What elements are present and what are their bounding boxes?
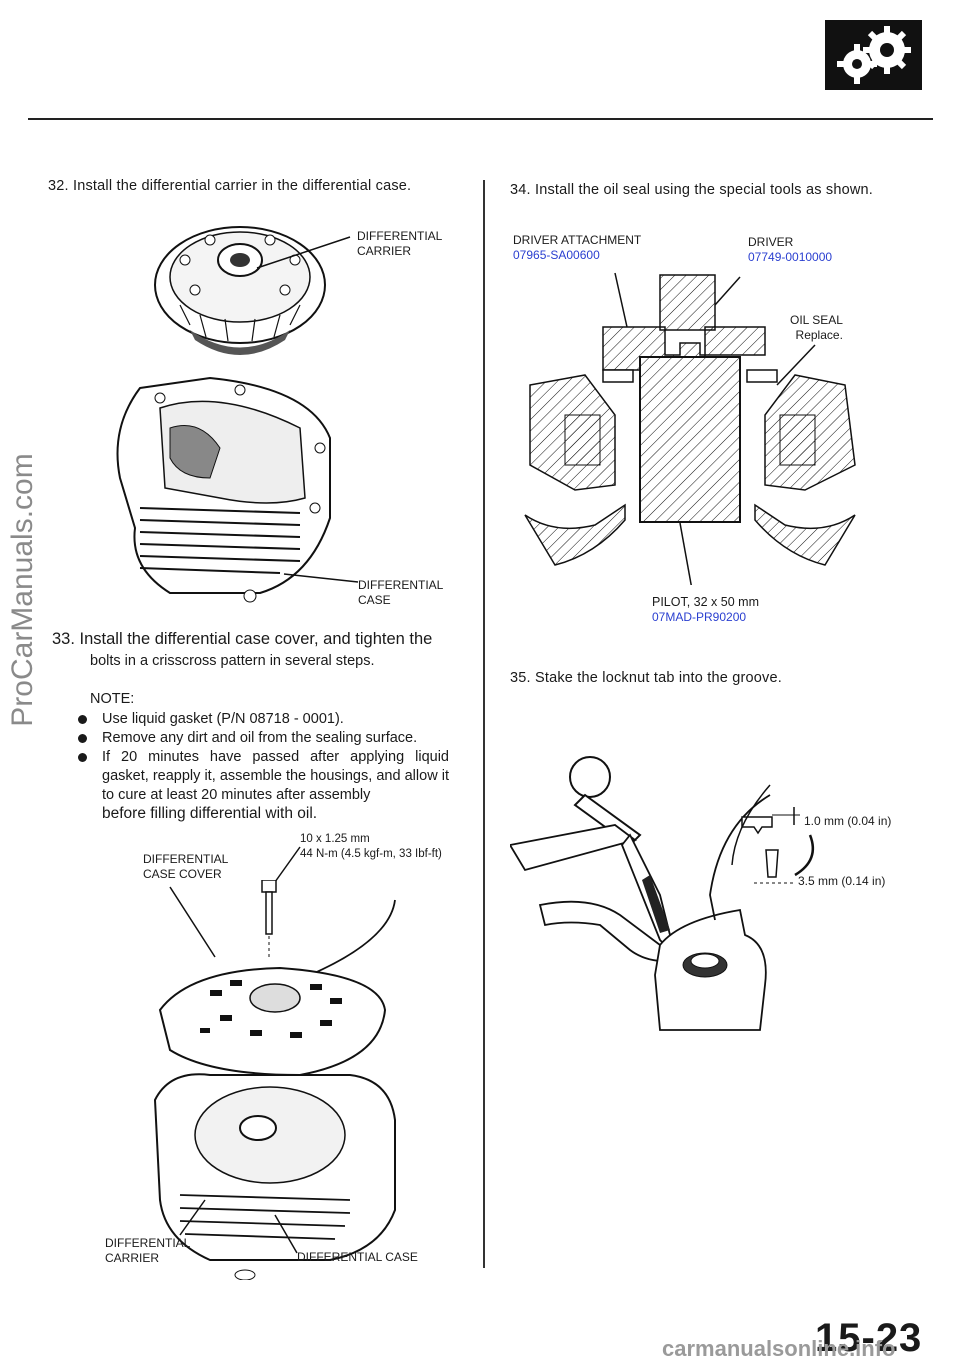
- step-35: 35. Stake the locknut tab into the groov…: [510, 670, 782, 686]
- note-item: Use liquid gasket (P/N 08718 - 0001).: [76, 710, 449, 729]
- note-item: Remove any dirt and oil from the sealing…: [76, 729, 449, 748]
- oil-seal-cross-section: [524, 272, 856, 585]
- side-watermark: ProCarManuals.com: [6, 453, 39, 727]
- note-list: Use liquid gasket (P/N 08718 - 0001). Re…: [76, 710, 449, 805]
- part-number: 07749-0010000: [748, 250, 833, 264]
- note-tail: before filling differential with oil.: [102, 805, 318, 822]
- column-divider: [483, 180, 485, 1268]
- header-rule: [28, 118, 933, 120]
- leader-line: [283, 573, 359, 583]
- part-number: 07965-SA00600: [513, 248, 600, 262]
- leader-line: [256, 236, 351, 269]
- step-33-continued: bolts in a crisscross pattern in several…: [90, 653, 375, 669]
- label-pilot: PILOT, 32 x 50 mm 07MAD-PR90200: [652, 595, 759, 624]
- stake-locknut-drawing: [510, 756, 815, 1031]
- dimension-label: 3.5 mm (0.14 in): [798, 874, 886, 888]
- differential-carrier-drawing: [154, 226, 326, 355]
- leader-lines: [179, 1199, 298, 1254]
- dimension-label: 1.0 mm (0.04 in): [804, 814, 892, 828]
- label-driver: DRIVER 07749-0010000: [748, 235, 833, 264]
- part-number: 07MAD-PR90200: [652, 610, 747, 624]
- label-driver-attachment: DRIVER ATTACHMENT 07965-SA00600: [513, 233, 642, 262]
- footer-watermark: carmanualsonline.info: [662, 1336, 896, 1361]
- gear-icon: [825, 20, 922, 90]
- step-33: 33. Install the differential case cover,…: [52, 630, 433, 648]
- note-title: NOTE:: [90, 691, 135, 707]
- page-number: 15-23: [815, 1316, 923, 1360]
- case-cover-assembly-drawing: [153, 880, 396, 1280]
- step-32: 32. Install the differential carrier in …: [48, 178, 412, 194]
- label-differential-case-2: DIFFERENTIAL CASE: [297, 1250, 418, 1264]
- differential-case-drawing: [116, 376, 331, 603]
- leader-lines: [169, 846, 301, 958]
- note-item: If 20 minutes have passed after applying…: [76, 748, 449, 805]
- step-34: 34. Install the oil seal using the speci…: [510, 182, 874, 198]
